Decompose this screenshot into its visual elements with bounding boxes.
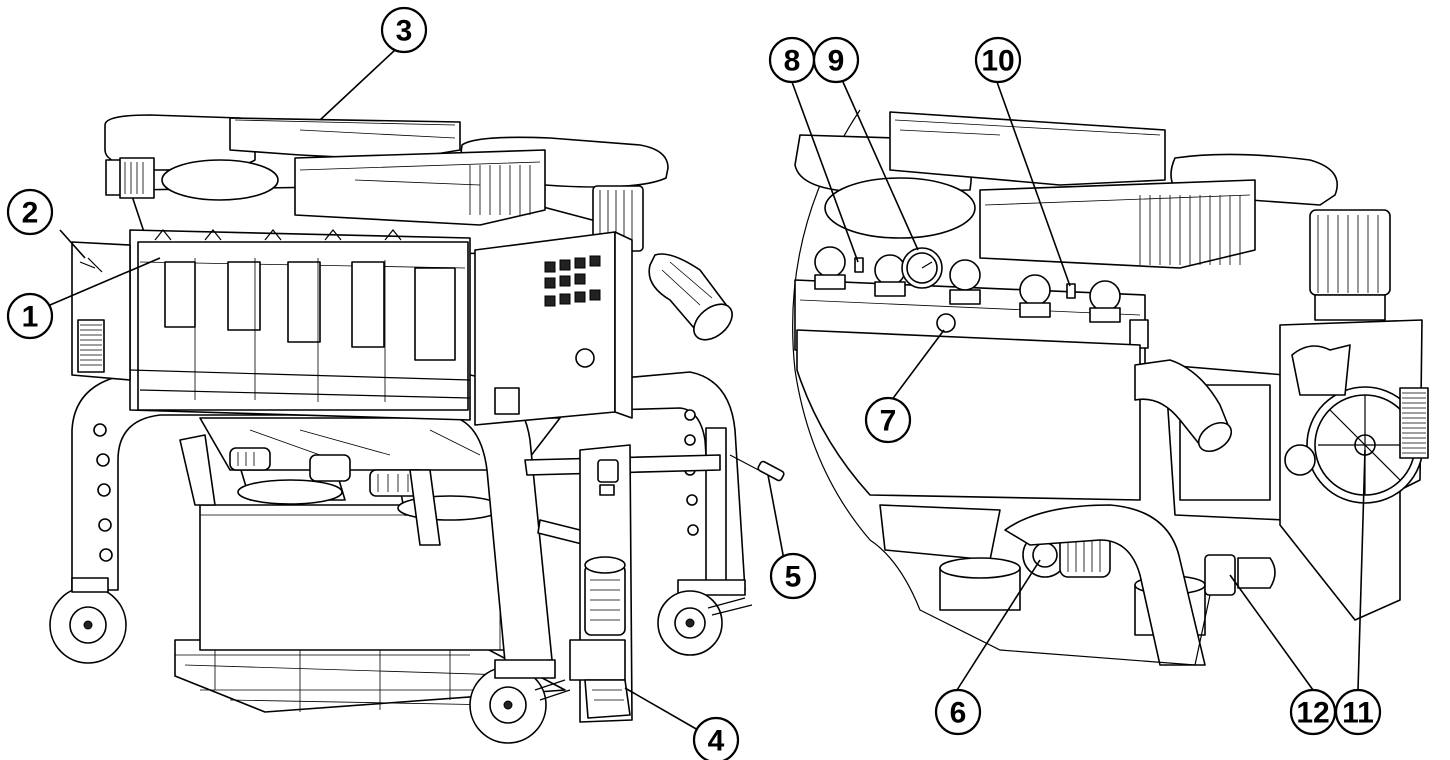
detail-panel-body xyxy=(796,329,1141,501)
callout-11: 11 xyxy=(1334,688,1382,736)
rear-wheel xyxy=(657,590,753,656)
callout-5: 5 xyxy=(769,552,817,600)
front-right-wheel xyxy=(469,659,571,744)
callout-11-label: 11 xyxy=(1342,697,1374,730)
left-machine-view xyxy=(49,114,785,744)
callout-4-label: 4 xyxy=(708,725,725,758)
callout-1-label: 1 xyxy=(22,301,39,334)
callout-5-label: 5 xyxy=(785,561,802,594)
callout-10-label: 10 xyxy=(981,45,1014,78)
compressor-unit xyxy=(1164,319,1424,621)
callout-6-label: 6 xyxy=(950,697,967,730)
side-switch-panel xyxy=(71,241,131,381)
control-buttons xyxy=(544,255,601,307)
filter-housing xyxy=(129,184,631,421)
callout-3-label: 3 xyxy=(396,15,413,48)
callout-2: 2 xyxy=(6,188,54,236)
callout-10: 10 xyxy=(974,36,1022,84)
pallet xyxy=(174,639,566,713)
callout-8: 8 xyxy=(768,36,816,84)
callout-12: 12 xyxy=(1289,688,1337,736)
detail-u-frame xyxy=(1004,504,1206,666)
top-filter-boxes xyxy=(229,117,546,226)
lower-tank xyxy=(199,449,541,651)
callout-7-label: 7 xyxy=(880,405,897,438)
callout-12-label: 12 xyxy=(1296,697,1329,730)
callout-9-label: 9 xyxy=(828,45,845,78)
callout-2-label: 2 xyxy=(22,197,39,230)
leader-lines xyxy=(49,49,1366,731)
callout-4: 4 xyxy=(692,716,740,760)
callout-1: 1 xyxy=(6,292,54,340)
outlet-elbow xyxy=(648,253,733,341)
callout-9: 9 xyxy=(812,36,860,84)
detail-top-boxes xyxy=(889,111,1256,269)
left-wheel xyxy=(49,577,127,664)
callout-6: 6 xyxy=(934,688,982,736)
control-box xyxy=(474,231,633,426)
valves xyxy=(814,246,1121,323)
pump-unit xyxy=(569,444,633,723)
detail-small-motor xyxy=(1204,554,1276,596)
compressor-flywheel xyxy=(1306,386,1424,504)
right-detail-view xyxy=(792,109,1429,666)
detail-inlet-elbow xyxy=(1134,359,1233,453)
callout-8-label: 8 xyxy=(784,45,801,78)
callout-7: 7 xyxy=(864,396,912,444)
pressure-gauge xyxy=(901,247,943,289)
callout-3: 3 xyxy=(380,6,428,54)
filter-cartridges xyxy=(164,258,456,402)
